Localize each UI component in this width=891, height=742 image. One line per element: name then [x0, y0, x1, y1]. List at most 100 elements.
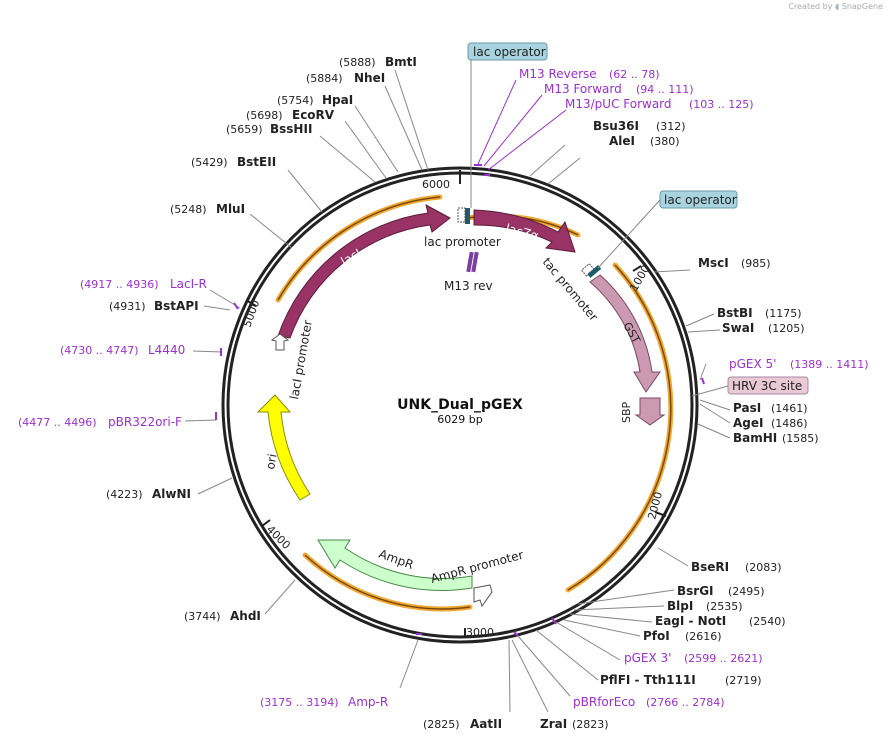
site-nhei-pos: (5884)	[306, 72, 343, 85]
leader-blpi	[573, 605, 665, 611]
feature-m13rev-b[interactable]	[471, 251, 479, 273]
leader-aatii	[508, 639, 511, 713]
backbone-outer	[221, 166, 699, 644]
feature-ampr-arrow[interactable]	[317, 539, 473, 591]
primer-m13-puc-forward-range: (103 .. 125)	[689, 98, 754, 111]
site-bsshii-name[interactable]: BssHII	[270, 122, 312, 136]
feature-lacz-arrow[interactable]	[473, 209, 576, 253]
site-bsu36i-name[interactable]: Bsu36I	[593, 119, 639, 133]
leader-eagi-noti	[569, 613, 653, 623]
leader-pflfi	[535, 629, 599, 681]
site-eagi-noti-pos: (2540)	[749, 615, 786, 628]
site-bamhi-pos: (1585)	[782, 432, 819, 445]
feature-sbp-arrow[interactable]	[634, 397, 666, 426]
boxed-lac-operator-top-text: lac operator	[473, 45, 546, 59]
primer-pgex5-name[interactable]: pGEX 5'	[729, 357, 776, 371]
primer-pbr322ori-name[interactable]: pBR322ori-F	[108, 415, 182, 429]
site-alwni-pos: (4223)	[106, 488, 143, 501]
site-bstapi-pos: (4931)	[109, 300, 146, 313]
boxed-lac-operator-top[interactable]: lac operator	[467, 42, 548, 61]
site-blpi-name[interactable]: BlpI	[667, 599, 693, 613]
site-ecorv-name[interactable]: EcoRV	[292, 108, 335, 122]
credit-brand: SnapGene	[841, 2, 883, 11]
site-hpai-name[interactable]: HpaI	[322, 93, 353, 107]
primer-m13-reverse-range: (62 .. 78)	[609, 68, 660, 81]
site-hpai-pos: (5754)	[277, 94, 314, 107]
feature-ampr-promoter-arrow[interactable]	[473, 584, 493, 608]
boxed-hrv-3c-bg	[727, 376, 809, 395]
label-lac-promoter: lac promoter	[424, 235, 501, 249]
tick-5000	[245, 299, 257, 307]
site-pfoi-name[interactable]: PfoI	[643, 629, 670, 643]
label-sbp: SBP	[620, 401, 633, 423]
primer-l4440-name[interactable]: L4440	[148, 343, 185, 357]
ruler-6000: 6000	[422, 178, 450, 191]
leader-bstapi	[203, 305, 231, 311]
feature-laci-promoter-arrow[interactable]	[270, 333, 290, 351]
site-ecorv-pos: (5698)	[246, 109, 283, 122]
primer-marks	[215, 164, 705, 637]
feature-ori-arrow[interactable]	[256, 394, 311, 501]
feature-laci-arrow[interactable]	[277, 204, 451, 339]
boxed-lac-operator-right[interactable]: lac operator	[659, 190, 738, 209]
site-mlui-name[interactable]: MluI	[216, 202, 245, 216]
feature-lac-promoter[interactable]	[457, 207, 466, 223]
site-agei-name[interactable]: AgeI	[733, 416, 763, 430]
site-pasi-pos: (1461)	[771, 402, 808, 415]
primer-pgex3-range: (2599 .. 2621)	[684, 652, 763, 665]
site-bamhi-name[interactable]: BamHI	[733, 431, 777, 445]
site-eagi-noti-name[interactable]: EagI - NotI	[655, 614, 726, 628]
site-bseri-name[interactable]: BseRI	[691, 560, 729, 574]
site-zrai-name[interactable]: ZraI	[540, 717, 567, 731]
site-aatii-name[interactable]: AatII	[470, 717, 502, 731]
site-bseri-pos: (2083)	[745, 561, 782, 574]
leader-l4440	[192, 350, 223, 353]
site-pfoi-pos: (2616)	[685, 630, 722, 643]
primer-amp-r-name[interactable]: Amp-R	[348, 695, 388, 709]
leader-lac-operator-right	[597, 199, 661, 269]
feature-gst-arrow[interactable]	[589, 274, 661, 393]
site-pasi-name[interactable]: PasI	[733, 401, 761, 415]
primer-pbrforeco-name[interactable]: pBRforEco	[573, 695, 635, 709]
primer-labels: M13 Reverse (62 .. 78) M13 Forward (94 .…	[18, 67, 869, 709]
site-bmti-name[interactable]: BmtI	[385, 55, 417, 69]
primer-m13-forward-name[interactable]: M13 Forward	[544, 82, 622, 96]
site-swai-name[interactable]: SwaI	[722, 321, 754, 335]
leader-alwni	[197, 477, 233, 495]
label-tac-promoter: tac promoter	[540, 255, 601, 324]
site-msci-name[interactable]: MscI	[698, 256, 729, 270]
leader-pgex5	[699, 363, 707, 381]
boxed-hrv-3c-site[interactable]: HRV 3C site	[727, 376, 809, 395]
site-pflfi-name[interactable]: PflFI - Tth111I	[600, 673, 696, 687]
primer-pbr322ori-range: (4477 .. 4496)	[18, 416, 97, 429]
site-bsrgi-name[interactable]: BsrGI	[677, 584, 714, 598]
site-bstbi-name[interactable]: BstBI	[717, 306, 753, 320]
leader-bseri	[657, 547, 689, 567]
site-alei-pos: (380)	[650, 135, 680, 148]
primer-laci-r-name[interactable]: LacI-R	[170, 277, 207, 291]
site-bsteii-pos: (5429)	[191, 156, 228, 169]
halo-gst-line	[567, 264, 672, 591]
site-nhei-name[interactable]: NheI	[354, 71, 385, 85]
primer-m13-reverse-name[interactable]: M13 Reverse	[519, 67, 597, 81]
leader-bsrgi	[577, 589, 675, 605]
feature-m13rev-a[interactable]	[466, 251, 474, 273]
site-ahdi-name[interactable]: AhdI	[230, 609, 261, 623]
site-alwni-name[interactable]: AlwNI	[152, 487, 191, 501]
primer-pgex3-name[interactable]: pGEX 3'	[624, 651, 671, 665]
tick-4000	[261, 519, 271, 527]
boxed-hrv-3c-text: HRV 3C site	[732, 379, 802, 393]
site-bstapi-name[interactable]: BstAPI	[154, 299, 199, 313]
primer-m13-puc-forward-name[interactable]: M13/pUC Forward	[565, 97, 672, 111]
leader-nhei	[384, 85, 423, 171]
credit-prefix: Created by	[788, 2, 833, 11]
tick-1000	[632, 265, 642, 272]
leader-pgex3	[555, 621, 621, 661]
snapgene-credit: Created by ◖ SnapGene	[788, 2, 883, 11]
site-alei-name[interactable]: AleI	[609, 134, 635, 148]
leader-m13-forward	[483, 94, 543, 167]
leader-hrv-3c	[691, 385, 729, 397]
primer-mark-laci-r	[233, 302, 239, 310]
site-bsteii-name[interactable]: BstEII	[237, 155, 276, 169]
